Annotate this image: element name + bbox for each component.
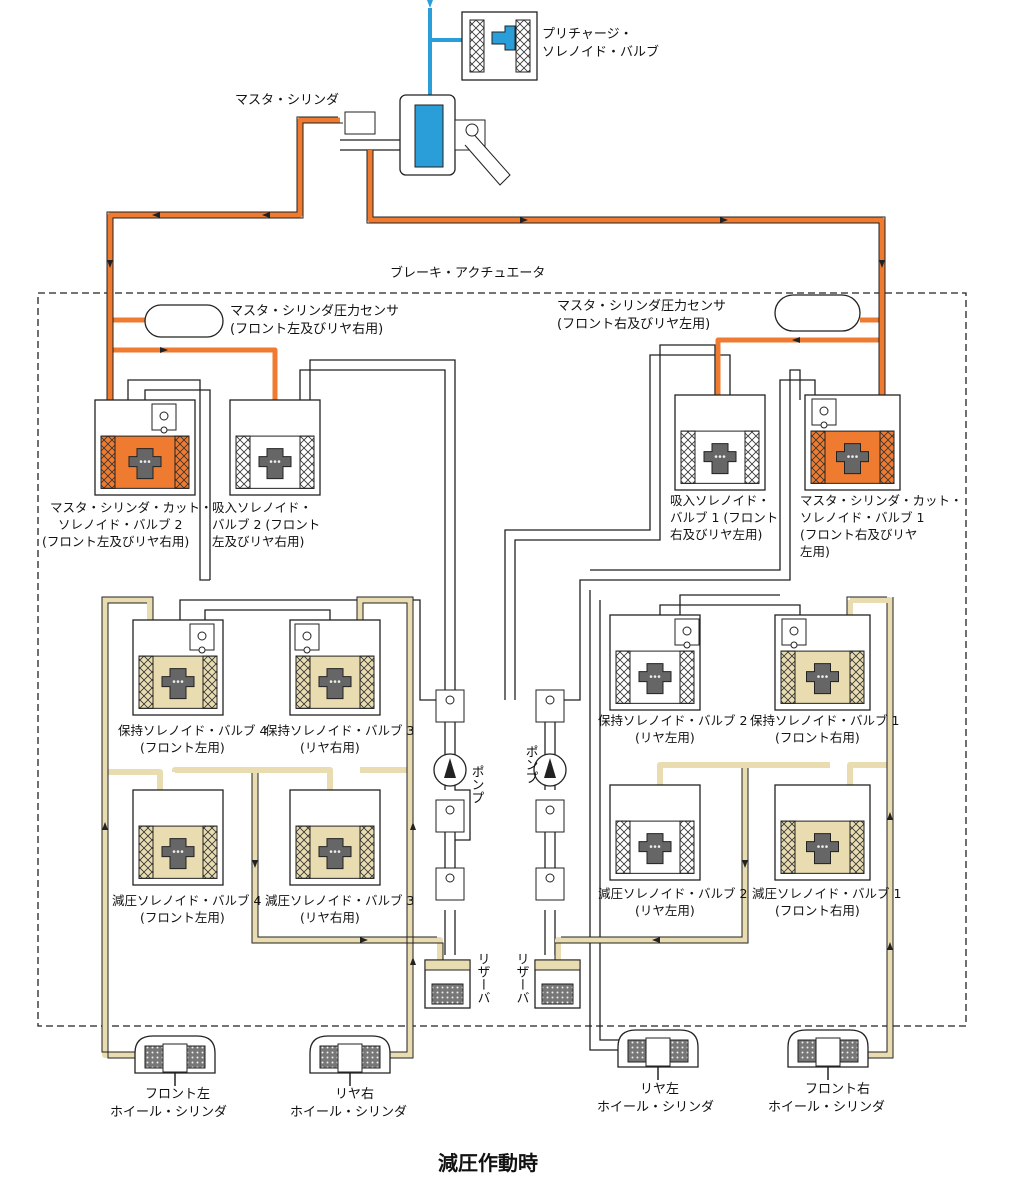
wheel-cylinder-rear-left [617,1029,699,1080]
front-right-wheel-label-2: ホイール・シリンダ [768,1100,885,1115]
reservoir-right [534,959,581,1009]
pump-left-label: ポンプ [469,765,484,804]
wheel-cylinder-front-left [134,1035,216,1086]
flow-arrows-reduced [102,812,893,965]
solenoid-valves [94,394,901,886]
hold-valve-2 [609,614,701,711]
reduce-valve-3-label-2: (リヤ右用) [300,910,360,925]
intake-valve-1-label-1: 吸入ソレノイド・ [670,493,770,508]
hold-valve-1-label-2: (フロント右用) [775,730,860,745]
hold-valve-3-label-2: (リヤ右用) [300,740,360,755]
reduced-pressure-lines [102,597,893,1058]
sensor-left-label-2: (フロント左及びリヤ右用) [230,322,383,337]
pressure-sensor-right [774,294,861,332]
cut-valve-1 [804,394,901,491]
reservoir-left [424,959,471,1009]
rear-right-wheel-label-1: リヤ右 [335,1087,374,1102]
hold-valve-1-label-1: 保持ソレノイド・バルブ 1 [750,713,899,728]
master-pressure-outline [106,116,886,458]
front-left-wheel-label-2: ホイール・シリンダ [110,1105,227,1120]
intake-valve-1-label-2: バルブ 1 (フロント [670,510,778,525]
rear-left-wheel-label-2: ホイール・シリンダ [597,1100,714,1115]
pump-left [433,689,467,901]
cut-valve-1-label-3: (フロント右及びリヤ [800,527,917,542]
intake-valve-2-label-2: バルブ 2 (フロント [212,517,320,532]
intake-valve-1-label-3: 右及びリヤ左用) [670,527,762,542]
reduce-valve-2-label-2: (リヤ左用) [635,903,695,918]
hold-valve-4-label-1: 保持ソレノイド・バルブ 4 [118,723,267,738]
wheel-cylinder-rear-right [309,1035,391,1086]
sensor-right-label-1: マスタ・シリンダ圧力センサ [557,299,726,314]
actuator-title: ブレーキ・アクチュエータ [390,265,545,281]
cut-valve-1-label-1: マスタ・シリンダ・カット・ [800,493,963,508]
reduce-valve-4 [132,789,224,886]
rear-right-wheel-label-2: ホイール・シリンダ [290,1105,407,1120]
cut-valve-2-label-3: (フロント左及びリヤ右用) [42,534,189,549]
wheel-cylinder-front-right [787,1029,869,1080]
intake-valve-2 [229,399,321,496]
caption: 減圧作動時 [438,1151,538,1175]
precharge-label-2: ソレノイド・バルブ [542,44,659,60]
hold-valve-4 [132,619,224,716]
sensor-right-label-2: (フロント右及びリヤ左用) [557,317,710,332]
reduce-valve-1-label-1: 減圧ソレノイド・バルブ 1 [752,886,901,901]
reduce-valve-2 [609,784,701,881]
pressure-sensor-left [144,304,224,338]
reduce-valve-3 [289,789,381,886]
reduce-valve-1-label-2: (フロント右用) [775,903,860,918]
intake-valve-2-label-1: 吸入ソレノイド・ [212,500,312,515]
front-right-wheel-label-1: フロント右 [805,1082,870,1097]
pump-right [533,689,567,901]
reduce-valve-3-label-1: 減圧ソレノイド・バルブ 3 [265,893,414,908]
sensor-left-label-1: マスタ・シリンダ圧力センサ [230,304,399,319]
wheel-cylinders [134,1029,869,1086]
reduce-valve-4-label-2: (フロント左用) [140,910,225,925]
precharge-label-1: プリチャージ・ [542,27,633,42]
reduce-valve-2-label-1: 減圧ソレノイド・バルブ 2 [598,886,747,901]
front-left-wheel-label-1: フロント左 [145,1087,210,1102]
cut-valve-1-label-2: ソレノイド・バルブ 1 [800,510,924,525]
master-cylinder [344,94,511,186]
rear-left-wheel-label-1: リヤ左 [640,1082,679,1097]
reservoir-right-label: リザーバ [514,952,530,1004]
master-cylinder-label: マスタ・シリンダ [235,93,339,108]
reduce-valve-4-label-1: 減圧ソレノイド・バルブ 4 [112,893,261,908]
flow-arrows-master [107,212,885,353]
hold-valve-2-label-1: 保持ソレノイド・バルブ 2 [598,713,747,728]
cut-valve-1-label-4: 左用) [800,544,830,559]
intake-valve-2-label-3: 左及びリヤ右用) [212,534,304,549]
cut-valve-2 [94,399,196,496]
hold-valve-4-label-2: (フロント左用) [140,740,225,755]
cut-valve-2-label-1: マスタ・シリンダ・カット・ [50,500,213,515]
actuator-boundary [37,292,967,1027]
reservoir-left-label: リザーバ [475,952,491,1004]
reduced-pressure-outline [101,596,894,1059]
hold-valve-1 [774,614,871,711]
precharge-solenoid-valve [427,0,538,120]
pump-right-label: ポンプ [523,745,538,784]
intake-valve-1 [674,394,766,491]
hold-valve-2-label-2: (リヤ左用) [635,730,695,745]
hold-valve-3 [289,619,381,716]
cut-valve-2-label-2: ソレノイド・バルブ 2 [58,517,182,532]
reduce-valve-1 [774,784,871,881]
hold-valve-3-label-1: 保持ソレノイド・バルブ 3 [265,723,414,738]
